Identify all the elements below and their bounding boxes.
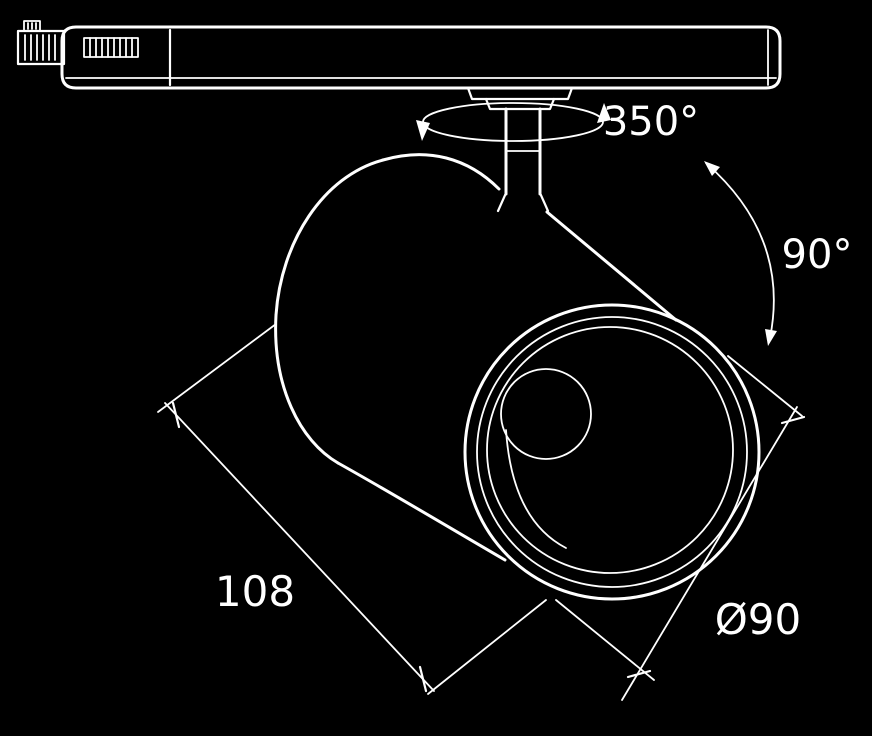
length-tick-top [171,401,181,429]
lamp-front-face [463,303,761,601]
reflector-arc [505,429,567,549]
tilt-arrow-top-icon [704,161,720,176]
diameter-extension-line-top [727,355,803,417]
track-rail [16,20,782,90]
lock-block-outline [83,37,139,58]
lamp-body [274,153,678,562]
front-middle-ring [476,316,748,588]
adapter-step-1 [466,86,574,101]
tilt-arrow-bottom-icon [765,329,777,346]
track-lock-block [83,37,139,58]
diameter-dimension-line [621,406,798,701]
track-outline [60,25,782,90]
connector-tab-hatch [27,22,37,30]
front-inner-ring [486,326,734,574]
body-back-arc [274,158,385,465]
diameter-tick-top [780,415,806,425]
track-feed-connector [16,20,66,66]
body-top-edge-left [381,153,501,191]
diameter-tick-bottom [626,669,652,679]
rotation-angle-label: 350° [603,99,699,145]
mount-stem [496,107,550,213]
rotation-arrow-left-icon [416,120,430,141]
rotation-arrow-right-icon [597,103,611,123]
tilt-indicator [704,161,777,346]
tilt-arc [705,162,775,339]
connector-tab [23,20,41,32]
connector-hatch [24,34,56,61]
connector-body [16,29,66,66]
diameter-extension-line-bottom [555,599,655,681]
length-tick-bottom [418,665,428,693]
length-extension-line-bottom [427,599,547,695]
dimension-body-length: 108 [157,323,547,695]
length-extension-line-top [157,323,277,413]
body-top-edge-right [545,210,678,322]
rotation-indicator [416,102,611,142]
length-dimension-line [164,402,435,692]
lock-block-hatch [89,37,133,58]
stem-collar [496,191,550,213]
tilt-angle-label: 90° [782,232,853,278]
body-length-label: 108 [215,567,295,616]
face-diameter-label: Ø90 [715,595,802,644]
dimension-face-diameter: Ø90 [555,355,806,701]
led-source-circle [500,368,592,460]
front-outer-ring [463,303,761,601]
body-bottom-edge [336,461,507,562]
